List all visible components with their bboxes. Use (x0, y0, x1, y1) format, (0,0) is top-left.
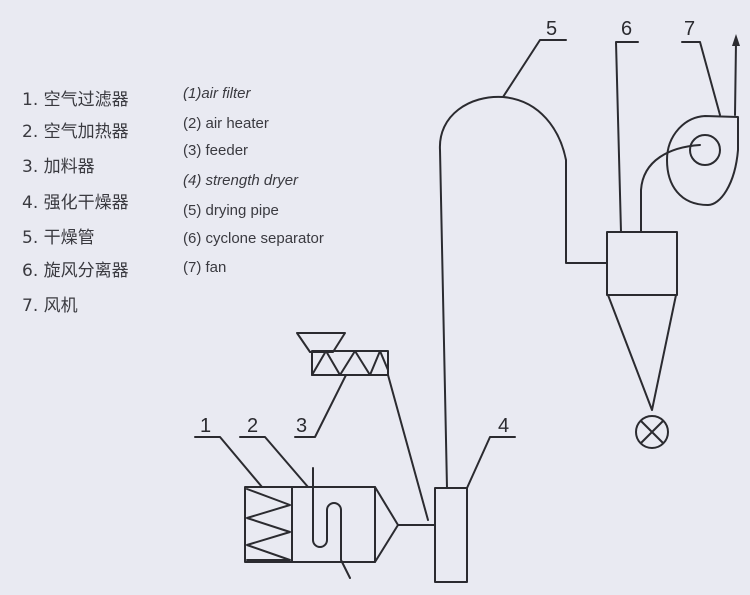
legend-en-item: (4) strength dryer (183, 172, 299, 189)
legend-en-item: (6) cyclone separator (183, 230, 324, 247)
callout-2: 2 (247, 415, 258, 437)
feeder (296, 332, 429, 521)
legend-en-item: (5) drying pipe (183, 202, 279, 219)
legend-zh-item: 6. 旋风分离器 (22, 261, 129, 281)
legend-en-item: (3) feeder (183, 142, 248, 159)
legend-english: (1)air filter (2) air heater (3) feeder … (183, 85, 324, 276)
drying-pipe (438, 95, 608, 489)
fan (666, 34, 740, 206)
legend-zh-item: 5. 干燥管 (22, 228, 95, 248)
cyclone-separator (606, 231, 678, 449)
callout-3: 3 (296, 415, 307, 437)
callout-7: 7 (684, 18, 695, 40)
callouts: 1 2 3 4 5 6 7 (194, 18, 721, 489)
callout-5: 5 (546, 18, 557, 40)
legend-zh-item: 2. 空气加热器 (22, 122, 129, 142)
legend-zh-item: 1. 空气过滤器 (22, 90, 129, 110)
callout-6: 6 (621, 18, 632, 40)
legend-zh-item: 3. 加料器 (22, 157, 95, 177)
callout-4: 4 (498, 415, 509, 437)
legend-zh-item: 7. 风机 (22, 296, 78, 316)
air-heater (291, 467, 436, 579)
fan-inlet-pipe (640, 144, 701, 233)
exhaust-arrow-icon (732, 34, 740, 46)
legend-chinese: 1. 空气过滤器 2. 空气加热器 3. 加料器 4. 强化干燥器 5. 干燥管… (22, 90, 129, 316)
air-filter (244, 486, 293, 563)
legend-zh-item: 4. 强化干燥器 (22, 193, 129, 213)
legend-en-item: (1)air filter (183, 85, 252, 102)
callout-1: 1 (200, 415, 211, 437)
legend-en-item: (2) air heater (183, 115, 269, 132)
legend-en-item: (7) fan (183, 259, 226, 276)
strength-dryer (434, 487, 468, 583)
